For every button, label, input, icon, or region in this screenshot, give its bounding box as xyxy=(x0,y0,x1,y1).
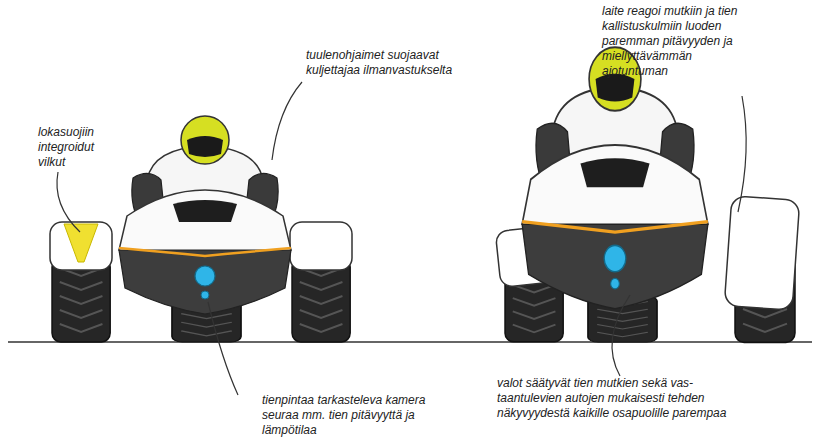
leader-lines xyxy=(57,82,746,395)
ground-line xyxy=(8,341,812,343)
vehicle-front-upright xyxy=(50,116,352,342)
callout-text: valot säätyvät tien mutkien sekä vas- ta… xyxy=(497,376,735,421)
callout-text: tuulenohjaimet suojaavat kuljettajaa ilm… xyxy=(306,48,484,78)
callout-text: laite reagoi mutkiin ja tien kallistusku… xyxy=(602,4,744,79)
vehicle-front-tilted xyxy=(495,47,799,342)
callout-text: tienpintaa tarkasteleva kamera seuraa mm… xyxy=(262,393,450,438)
callout-text: lokasuojiin integroidut vilkut xyxy=(38,125,116,170)
